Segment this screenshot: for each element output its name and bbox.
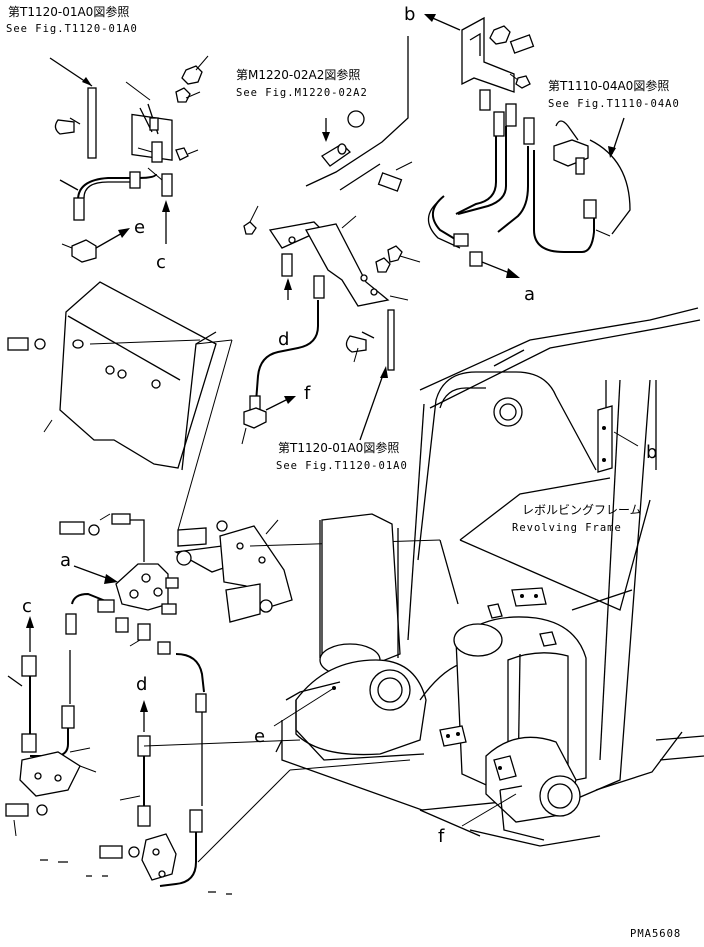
- ref-2-en: See Fig.M1220-02A2: [236, 87, 368, 99]
- callout-e-bottom: e: [254, 726, 265, 747]
- callout-a-left: a: [60, 550, 71, 571]
- ref-2-jp: 第M1220-02A2図参照: [236, 67, 360, 82]
- ref-1-en: See Fig.T1120-01A0: [6, 23, 138, 35]
- frame-label-jp: レボルビングフレーム: [522, 503, 642, 517]
- ref-4-jp: 第T1120-01A0図参照: [278, 440, 399, 455]
- mid-bracket-assembly: [241, 205, 421, 445]
- cover-plate: [7, 281, 233, 531]
- top-right-hose-group: [424, 14, 631, 278]
- valve-block-assembly: [59, 513, 459, 713]
- top-center-pipe-section: [305, 36, 413, 192]
- top-left-assembly: [49, 55, 209, 263]
- callout-b-right: b: [646, 442, 657, 463]
- callout-c-left: c: [22, 596, 32, 617]
- ref-3-jp: 第T1110-04A0図参照: [548, 78, 669, 93]
- callout-f-mid: f: [304, 383, 311, 404]
- callout-d-mid: d: [278, 329, 289, 350]
- ref-1-jp: 第T1120-01A0図参照: [8, 4, 129, 19]
- revolving-frame: [273, 307, 704, 847]
- callout-f-bottom: f: [438, 826, 445, 847]
- ref-3-en: See Fig.T1110-04A0: [548, 98, 680, 110]
- callout-b-top: b: [404, 4, 415, 25]
- callout-d-left: d: [136, 674, 147, 695]
- lower-left-hose-group: [5, 616, 411, 895]
- frame-label-en: Revolving Frame: [512, 522, 622, 534]
- ref-4-en: See Fig.T1120-01A0: [276, 460, 408, 472]
- callout-e-top: e: [134, 217, 145, 238]
- callout-c-top: c: [156, 252, 166, 273]
- callout-a-top: a: [524, 284, 535, 305]
- drawing-code: PMA5608: [630, 928, 681, 940]
